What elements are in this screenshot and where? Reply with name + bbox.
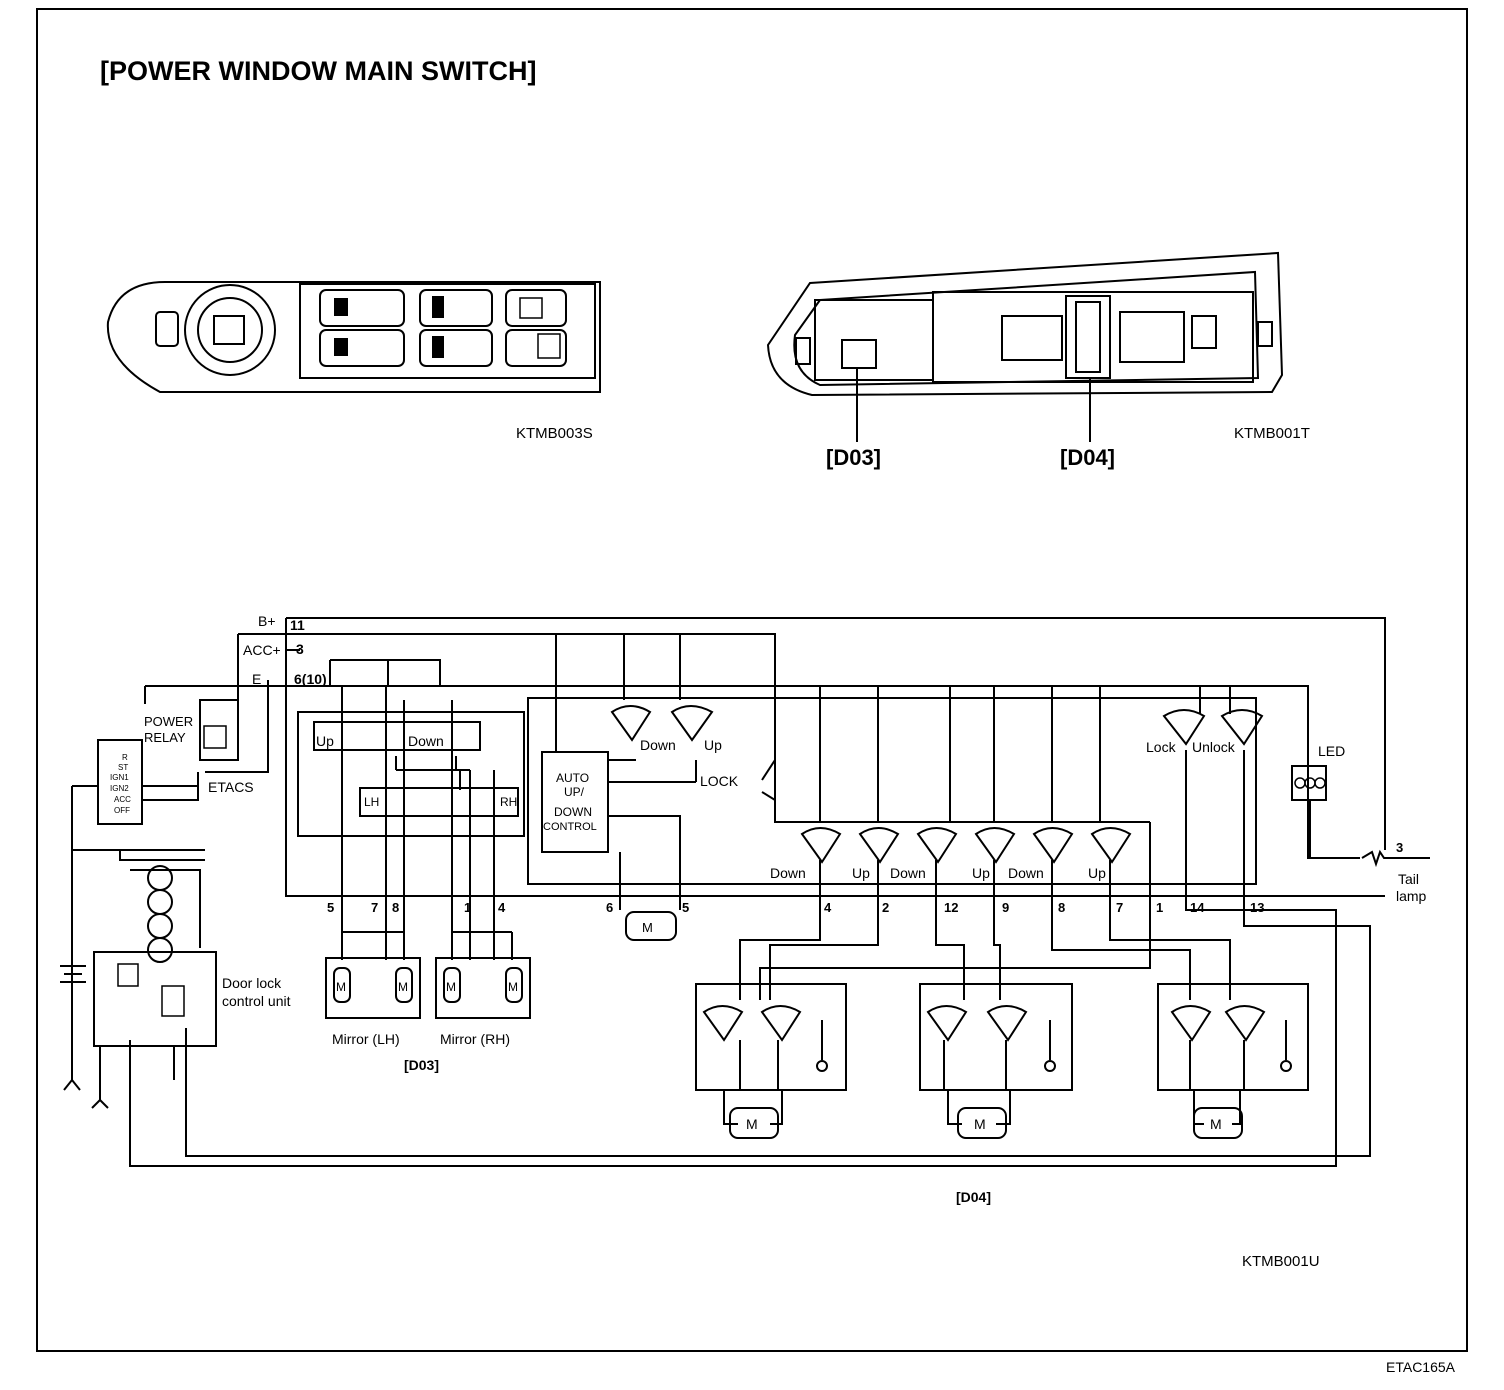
d03-circuit-label: [D03]: [404, 1057, 439, 1073]
d04-pin-7: 7: [1116, 900, 1123, 915]
ign-off: OFF: [114, 806, 130, 815]
passenger-down-1: Down: [770, 865, 806, 881]
mirror-down-label: Down: [408, 733, 444, 749]
e-label: E: [252, 671, 261, 687]
power-relay-label-1: POWER: [144, 714, 193, 729]
lock-switch-label: LOCK: [700, 773, 739, 789]
motor-mirror-lh-2: M: [398, 980, 408, 994]
door-lock-label-1: Door lock: [222, 975, 282, 991]
passenger-down-3: Down: [1008, 865, 1044, 881]
relay-symbols: [610, 705, 1266, 1042]
motor-passenger-3: M: [1210, 1116, 1222, 1132]
ign-r: R: [122, 753, 128, 762]
auto-label-4: CONTROL: [543, 821, 597, 833]
mirror-rh-select: RH: [500, 795, 517, 809]
passenger-up-3: Up: [1088, 865, 1106, 881]
auto-label-3: DOWN: [554, 805, 592, 819]
passenger-down-2: Down: [890, 865, 926, 881]
tail-label-2: lamp: [1396, 888, 1427, 904]
motor-passenger-1: M: [746, 1116, 758, 1132]
motor-auto: M: [642, 920, 653, 935]
auto-label-2: UP/: [564, 785, 585, 799]
power-relay-label-2: RELAY: [144, 730, 186, 745]
d03-connector-label: [D03]: [826, 445, 881, 470]
lock-label: Lock: [1146, 739, 1177, 755]
switch-back-illustration: [766, 251, 1284, 397]
motor-mirror-rh-1: M: [446, 980, 456, 994]
motor-passenger-2: M: [974, 1116, 986, 1132]
d04-pin-12: 12: [944, 900, 958, 915]
d03-pin-7: 7: [371, 900, 378, 915]
pin-11-label: 11: [290, 617, 305, 633]
mirror-lh-select: LH: [364, 795, 379, 809]
page-code: ETAC165A: [1386, 1359, 1456, 1375]
switch-back-code: KTMB001T: [1234, 425, 1310, 442]
d04-pin-14: 14: [1190, 900, 1205, 915]
d04-pin-4: 4: [824, 900, 832, 915]
unlock-label: Unlock: [1192, 739, 1236, 755]
motor-symbols: [333, 911, 1243, 1139]
driver-down-label: Down: [640, 737, 676, 753]
auto-label-1: AUTO: [556, 771, 589, 785]
ign-st: ST: [118, 763, 128, 772]
page-title: [POWER WINDOW MAIN SWITCH]: [100, 56, 536, 86]
d04-circuit-label: [D04]: [956, 1189, 991, 1205]
tail-label-1: Tail: [1398, 871, 1419, 887]
d03-pin-8: 8: [392, 900, 399, 915]
d03-pin-1: 1: [464, 900, 471, 915]
motor-mirror-rh-2: M: [508, 980, 518, 994]
page-frame: [36, 8, 1468, 1352]
etacs-label: ETACS: [208, 779, 254, 795]
pin-3-label: 3: [296, 641, 304, 657]
door-lock-label-2: control unit: [222, 993, 291, 1009]
d04-connector-label: [D04]: [1060, 445, 1115, 470]
b-plus-label: B+: [258, 613, 276, 629]
d04-pin-8: 8: [1058, 900, 1065, 915]
d04-pin-5: 5: [682, 900, 689, 915]
ign-acc: ACC: [114, 795, 131, 804]
passenger-up-2: Up: [972, 865, 990, 881]
d04-pin-1: 1: [1156, 900, 1163, 915]
tail-pin-label: 3: [1396, 840, 1403, 855]
ign-ign1: IGN1: [110, 773, 129, 782]
circuit-code: KTMB001U: [1242, 1253, 1320, 1270]
switch-front-illustration: [106, 281, 601, 393]
mirror-up-label: Up: [316, 733, 334, 749]
acc-plus-label: ACC+: [243, 642, 281, 658]
ign-ign2: IGN2: [110, 784, 129, 793]
mirror-rh-label: Mirror (RH): [440, 1031, 510, 1047]
d03-pin-5: 5: [327, 900, 334, 915]
d04-pin-6: 6: [606, 900, 613, 915]
switch-front-code: KTMB003S: [516, 425, 593, 442]
d04-pin-2: 2: [882, 900, 889, 915]
motor-mirror-lh-1: M: [336, 980, 346, 994]
d04-pin-9: 9: [1002, 900, 1009, 915]
led-label: LED: [1318, 743, 1345, 759]
driver-up-label: Up: [704, 737, 722, 753]
passenger-up-1: Up: [852, 865, 870, 881]
circuit-wiring: [60, 617, 1430, 1167]
d04-pin-13: 13: [1250, 900, 1264, 915]
pin-6-10-label: 6(10): [294, 671, 327, 687]
d03-pin-4: 4: [498, 900, 506, 915]
mirror-lh-label: Mirror (LH): [332, 1031, 400, 1047]
